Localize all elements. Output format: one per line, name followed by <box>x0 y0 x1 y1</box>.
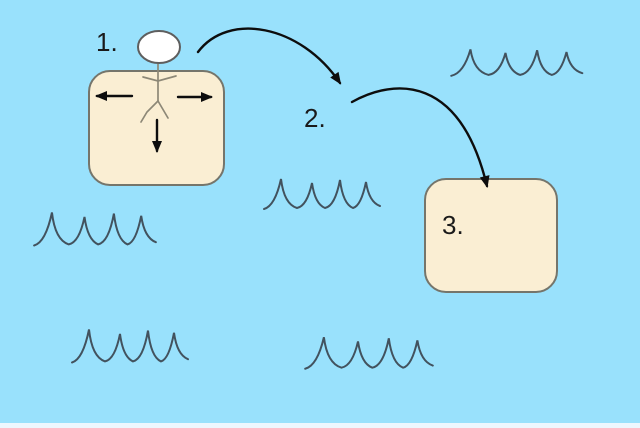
curved-arrow-2-to-3-icon <box>350 87 490 188</box>
footer-strip <box>0 423 640 428</box>
step2-label: 2. <box>304 103 326 133</box>
stick-figure-head <box>137 30 181 64</box>
step3-label: 3. <box>442 210 464 240</box>
curved-arrow-1-to-2-icon <box>196 27 342 85</box>
wave-icon <box>304 336 434 370</box>
jump-arrows <box>196 27 490 188</box>
wave-icon <box>263 178 381 210</box>
wave-icon <box>70 328 190 364</box>
step1-box <box>88 70 225 186</box>
step1-label: 1. <box>96 27 118 57</box>
step3-box <box>424 178 558 293</box>
wave-icon <box>32 211 157 247</box>
wave-icon <box>450 48 584 77</box>
